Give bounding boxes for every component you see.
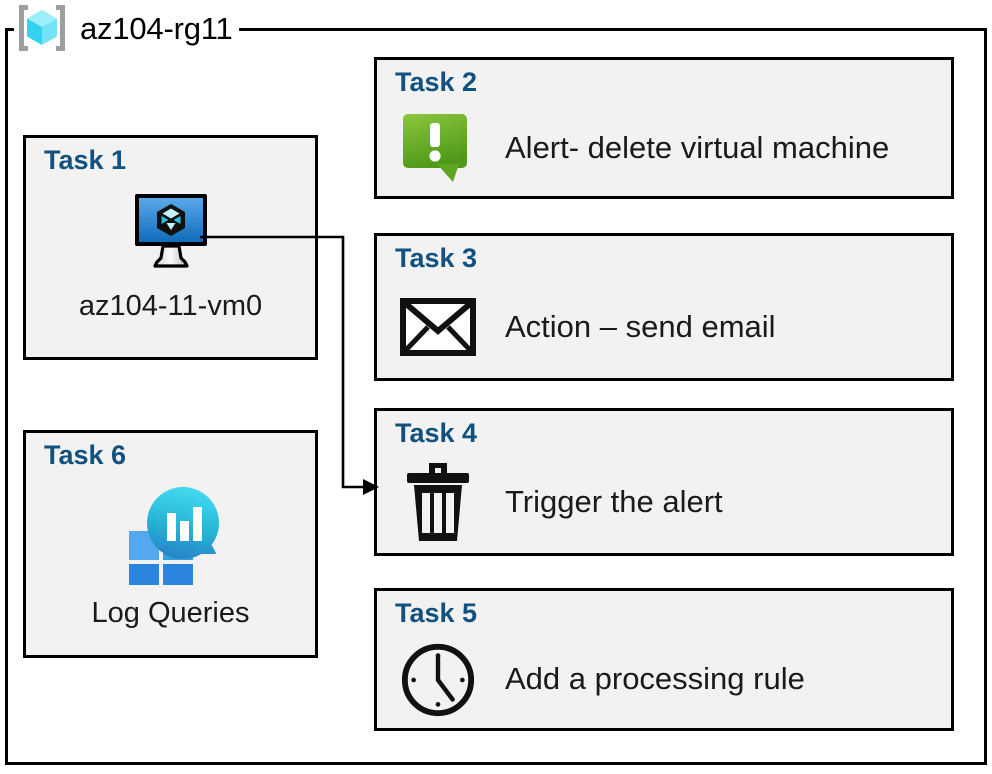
task4-box[interactable]: Task 4 Trigger the alert xyxy=(374,408,954,556)
resource-group-cube-icon xyxy=(14,2,70,54)
email-envelope-icon xyxy=(399,298,477,356)
task3-title: Task 3 xyxy=(395,243,478,273)
task6-box[interactable]: Task 6 xyxy=(23,430,318,658)
task5-title: Task 5 xyxy=(395,598,478,628)
task2-box[interactable]: Task 2 Alert- delete virtual machin xyxy=(374,57,954,199)
task1-label: az104-11-vm0 xyxy=(78,290,263,322)
task5-label: Add a processing rule xyxy=(505,661,805,697)
task4-body: Trigger the alert xyxy=(399,457,941,547)
task6-body: Log Queries xyxy=(26,485,315,630)
task6-label: Log Queries xyxy=(91,597,250,629)
task3-label: Action – send email xyxy=(505,308,776,344)
resource-group-name: az104-rg11 xyxy=(80,10,233,46)
task5-body: Add a processing rule xyxy=(399,637,941,722)
alert-exclamation-icon xyxy=(399,112,477,184)
trash-can-icon xyxy=(399,461,477,543)
task1-box[interactable]: Task 1 xyxy=(23,135,318,360)
task4-label: Trigger the alert xyxy=(505,483,723,519)
virtual-machine-icon xyxy=(127,190,215,277)
clock-icon xyxy=(399,640,477,720)
task5-box[interactable]: Task 5 Add a processing rule xyxy=(374,588,954,731)
resource-group-header: az104-rg11 xyxy=(14,2,239,54)
task6-title: Task 6 xyxy=(44,440,127,470)
task4-title: Task 4 xyxy=(395,418,478,448)
task1-body: az104-11-vm0 xyxy=(26,190,315,323)
task1-title: Task 1 xyxy=(44,145,127,175)
log-analytics-icon xyxy=(117,485,225,593)
task2-title: Task 2 xyxy=(395,67,478,97)
task3-box[interactable]: Task 3 Action – send email xyxy=(374,233,954,381)
task2-label: Alert- delete virtual machine xyxy=(505,129,890,165)
task2-body: Alert- delete virtual machine xyxy=(399,106,941,190)
task3-body: Action – send email xyxy=(399,282,941,372)
